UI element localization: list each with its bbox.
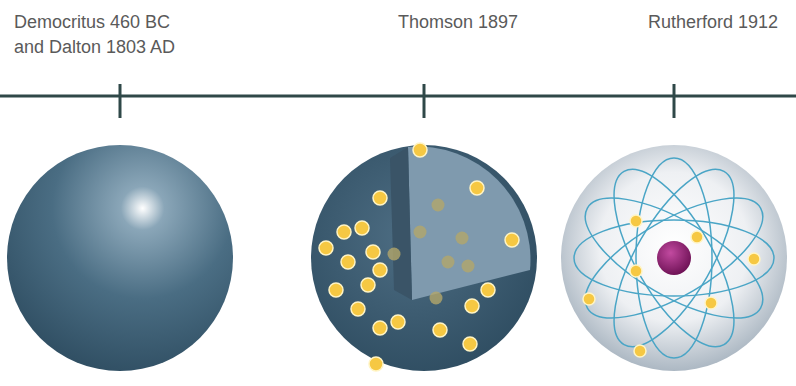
electron <box>465 299 479 313</box>
sphere-body <box>311 145 537 371</box>
electron <box>373 321 387 335</box>
electron <box>373 263 387 277</box>
timeline-tick <box>119 84 122 118</box>
orbit <box>574 220 774 296</box>
electron <box>463 337 477 351</box>
timeline-tick <box>673 84 676 118</box>
electron <box>391 315 405 329</box>
nucleus <box>657 241 691 275</box>
electron <box>456 232 469 245</box>
orbit <box>636 158 712 358</box>
electron <box>430 292 443 305</box>
electron <box>462 260 475 273</box>
electron <box>414 226 427 239</box>
electron <box>366 245 380 259</box>
electron <box>413 143 427 157</box>
timeline-label: Thomson 1897 <box>398 10 518 35</box>
electron <box>505 233 519 247</box>
solid-sphere-model <box>7 145 233 371</box>
electron <box>583 293 595 305</box>
electron <box>630 265 642 277</box>
electron <box>705 297 717 309</box>
electron <box>481 283 495 297</box>
orbit <box>591 152 757 363</box>
electron <box>337 225 351 239</box>
electron <box>319 241 333 255</box>
cutaway-face <box>408 147 530 300</box>
electron <box>361 278 375 292</box>
electron <box>329 283 343 297</box>
electron <box>691 231 703 243</box>
orbit <box>568 175 779 341</box>
sphere-body <box>561 145 787 371</box>
electron <box>369 357 383 371</box>
timeline-label: Rutherford 1912 <box>648 10 778 35</box>
electron <box>634 345 646 357</box>
timeline-label: Democritus 460 BC and Dalton 1803 AD <box>14 10 192 60</box>
electron <box>373 191 387 205</box>
electron <box>630 215 642 227</box>
electron <box>470 181 484 195</box>
electron <box>432 199 445 212</box>
nuclear-model <box>561 145 787 371</box>
cutaway-side <box>390 147 412 300</box>
orbit <box>568 175 779 341</box>
timeline-tick <box>423 84 426 118</box>
electron <box>388 248 401 261</box>
electron <box>355 221 369 235</box>
orbit <box>591 152 757 363</box>
electron <box>442 256 455 269</box>
plum-pudding-model <box>311 143 537 371</box>
electron <box>433 323 447 337</box>
electron <box>748 253 760 265</box>
electron <box>351 302 365 316</box>
electron <box>341 255 355 269</box>
